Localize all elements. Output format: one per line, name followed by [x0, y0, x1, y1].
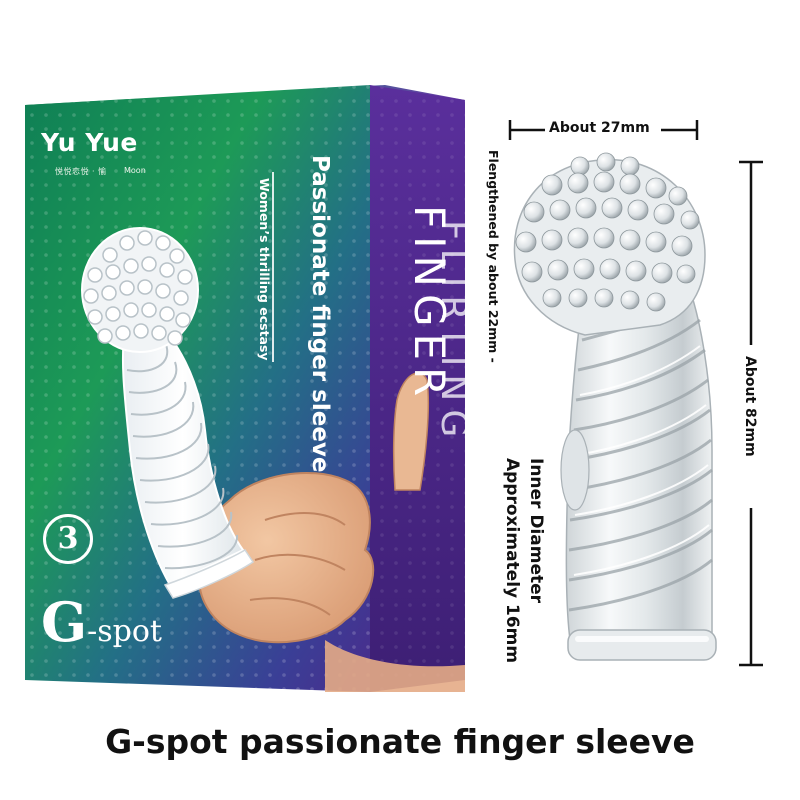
- width-label: About 27mm: [549, 120, 650, 136]
- sleeve-photo: [513, 152, 717, 661]
- product-caption: G-spot passionate finger sleeve: [105, 722, 695, 761]
- side-finger-text: FINGER: [405, 205, 454, 404]
- box-title-wrap: Passionate finger sleeve: [307, 155, 347, 475]
- gspot-logo: G-spot: [41, 590, 162, 654]
- brand-subtext: 悦悦恋悦 · 愉: [55, 167, 107, 176]
- dimension-lines: [508, 120, 763, 667]
- sleeve-illustration: [81, 227, 255, 599]
- gspot-logo-small: -spot: [87, 614, 162, 649]
- number-badge: 3: [43, 514, 93, 564]
- brand-moon: Moon: [124, 166, 146, 175]
- lengthened-label: Flengthened by about 22mm -: [486, 150, 501, 363]
- length-label: About 82mm: [742, 356, 758, 457]
- gspot-logo-big: G: [41, 590, 88, 654]
- product-box: Yu Yue 悦悦恋悦 · 愉 Moon Women’s thrilling e…: [25, 80, 474, 695]
- inner-diameter-line2: Approximately 16mm: [502, 458, 522, 664]
- box-artwork: [25, 85, 465, 692]
- side-flirting-text: FLIRTING: [433, 220, 474, 446]
- box-title: Passionate finger sleeve: [307, 155, 333, 473]
- brand-name: Yu Yue: [41, 128, 138, 157]
- inner-diameter-label: Inner Diameter Approximately 16mm: [500, 458, 548, 663]
- decorative-line: [272, 172, 274, 362]
- box-subtitle: Women’s thrilling ecstasy: [257, 178, 272, 361]
- inner-diameter-line1: Inner Diameter: [526, 458, 546, 604]
